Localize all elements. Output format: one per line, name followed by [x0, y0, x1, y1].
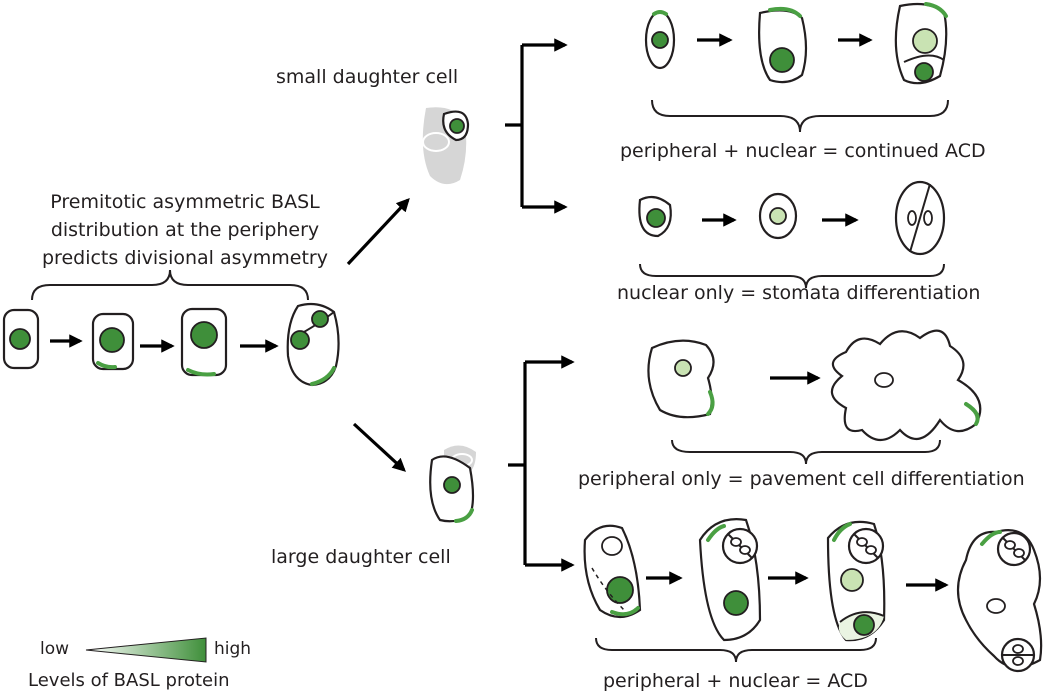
cell-stage-3 [180, 307, 228, 377]
intro-line: predicts divisional asymmetry [42, 247, 328, 269]
outcome-acd-label: peripheral + nuclear = ACD [603, 670, 868, 692]
cell-stomata-2 [758, 192, 798, 240]
cell-pavement-1 [647, 339, 715, 419]
row-acd [583, 518, 1043, 673]
legend-low-label: low [40, 639, 70, 659]
small-daughter-cell [422, 107, 470, 185]
arrow-icon [352, 422, 406, 472]
row-continued-acd [644, 2, 949, 133]
outcome-pavement-label: peripheral only = pavement cell differen… [578, 468, 1025, 490]
legend [85, 637, 207, 663]
branch-connector-bottom [508, 355, 575, 572]
large-daughter-label: large daughter cell [271, 546, 451, 568]
large-daughter-cell [429, 445, 476, 523]
intro-bracket [31, 269, 309, 301]
row-stomata [638, 180, 946, 289]
cell-acd-1 [644, 10, 676, 70]
bracket-stomata [639, 263, 945, 289]
branch-connector-top [505, 38, 568, 214]
arrow-icon [346, 198, 410, 266]
cell-pavement-2 [830, 329, 982, 442]
legend-high-label: high [214, 639, 252, 659]
cell-stage-2 [91, 312, 135, 371]
small-daughter-label: small daughter cell [276, 66, 459, 88]
legend-caption: Levels of BASL protein [28, 670, 230, 691]
cell-acd-2 [758, 6, 808, 84]
outcome-continued-acd-label: peripheral + nuclear = continued ACD [620, 140, 986, 162]
cell-acd-6 [826, 520, 886, 642]
cell-stage-4-dividing [286, 302, 340, 387]
outcome-stomata-label: nuclear only = stomata differentiation [617, 282, 981, 304]
basl-gradient-wedge [85, 637, 207, 663]
bracket-acd [595, 637, 877, 663]
cell-acd-7 [956, 529, 1043, 673]
intro-line: distribution at the periphery [50, 219, 320, 241]
bracket-continued-acd [651, 99, 949, 133]
row-pavement [647, 329, 982, 465]
cell-stage-1 [2, 308, 40, 370]
intro-line: Premitotic asymmetric BASL [50, 191, 320, 213]
cell-stomata-3 [894, 180, 946, 256]
bracket-pavement [671, 439, 941, 465]
cell-acd-4 [583, 524, 642, 619]
intro-text: Premitotic asymmetric BASL distribution … [20, 188, 350, 272]
premitotic-sequence [2, 269, 340, 387]
cell-acd-3 [894, 2, 948, 85]
cell-acd-5 [698, 518, 762, 642]
cell-stomata-1 [638, 195, 672, 238]
